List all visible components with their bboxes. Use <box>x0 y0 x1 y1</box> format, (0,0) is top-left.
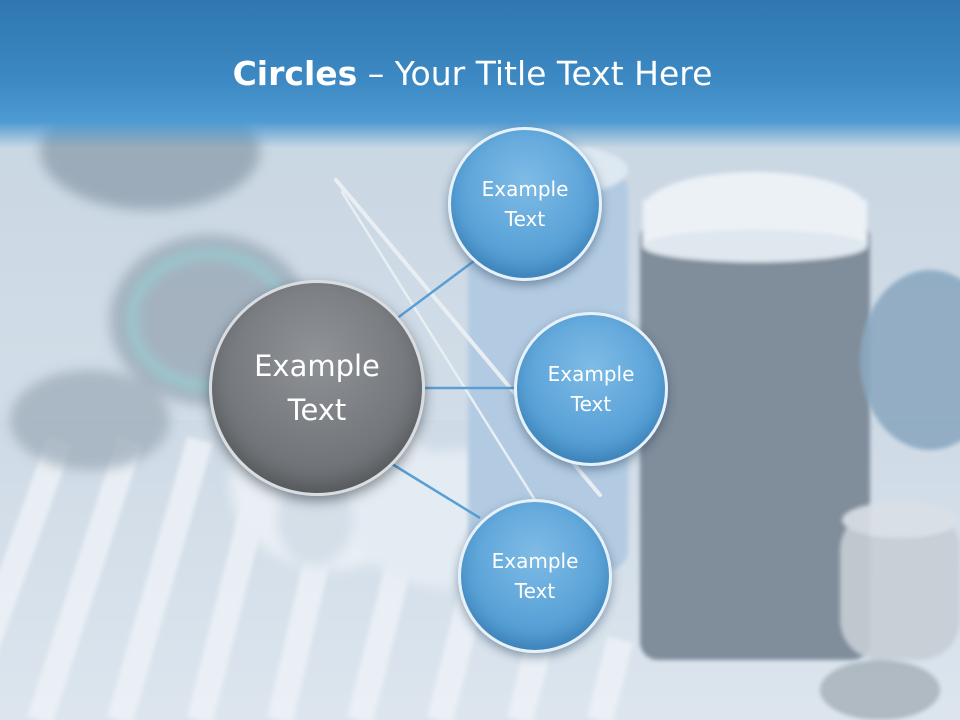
connector-top <box>391 256 479 324</box>
satellite-circle-middle[interactable]: Example Text <box>514 312 668 466</box>
satellite-circle-bottom[interactable]: Example Text <box>458 499 612 653</box>
slide-title: Circles – Your Title Text Here <box>0 50 945 98</box>
satellite-circle-label: Example Text <box>481 177 569 231</box>
satellite-circle-label: Example Text <box>547 362 635 416</box>
center-circle[interactable]: Example Text <box>209 280 425 496</box>
center-circle-label: Example Text <box>254 349 380 427</box>
connector-bottom <box>391 462 481 520</box>
title-rest: – Your Title Text Here <box>357 54 713 93</box>
satellite-circle-top[interactable]: Example Text <box>448 127 602 281</box>
title-bold: Circles <box>232 54 358 93</box>
title-bar <box>0 0 960 148</box>
satellite-circle-label: Example Text <box>491 549 579 603</box>
